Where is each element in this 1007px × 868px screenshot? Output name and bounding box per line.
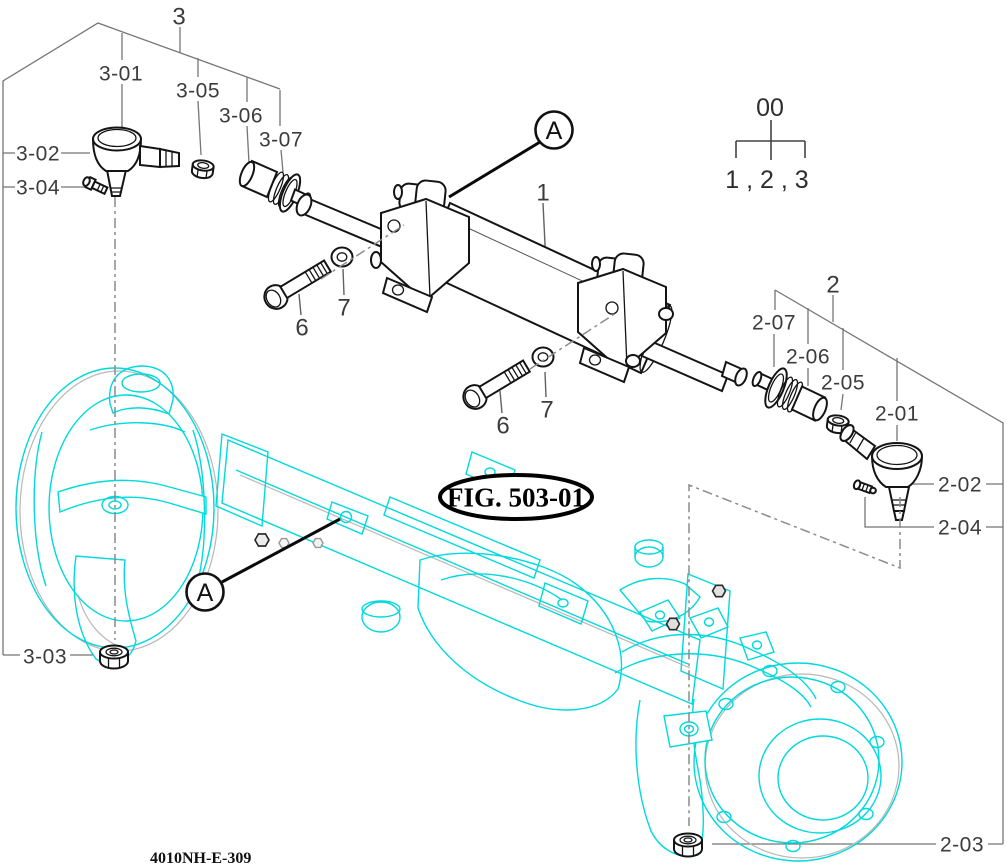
callout-3-06: 3-06 bbox=[219, 105, 263, 128]
callout-3-02: 3-02 bbox=[16, 143, 60, 166]
fig-reference-callout: FIG. 503-01 bbox=[438, 473, 594, 521]
callout-2-03: 2-03 bbox=[940, 834, 984, 857]
clamp-bolt-3-04 bbox=[82, 175, 109, 196]
callout-3: 3 bbox=[172, 4, 185, 31]
cylinder-rod-right bbox=[640, 338, 748, 393]
detail-a-markers: A A bbox=[185, 110, 574, 612]
axle-assembly-artwork bbox=[15, 365, 903, 862]
callout-2-07: 2-07 bbox=[752, 312, 796, 335]
lock-washer-upper bbox=[330, 246, 354, 268]
grease-fitting-2-04 bbox=[852, 479, 877, 495]
callout-6-upper: 6 bbox=[295, 315, 308, 342]
lock-washer-lower bbox=[531, 346, 555, 368]
callout-2-04: 2-04 bbox=[938, 517, 982, 540]
tie-rod-end-left bbox=[91, 126, 180, 197]
cylinder-clamp-right bbox=[577, 252, 674, 384]
ball-socket-right bbox=[751, 367, 828, 422]
assembly-tree: 00 1 , 2 , 3 bbox=[725, 94, 808, 194]
callout-labels: 3 3-01 3-05 3-06 3-07 3-02 3-04 3-03 1 6… bbox=[16, 4, 984, 857]
callout-6-lower: 6 bbox=[496, 413, 509, 440]
nut-2-03 bbox=[673, 832, 703, 858]
drawing-code: 4010NH-E-309 bbox=[150, 850, 251, 867]
axle-housing-artwork bbox=[215, 433, 731, 711]
callout-3-03: 3-03 bbox=[23, 646, 67, 669]
mount-bolt-upper bbox=[258, 254, 335, 315]
centerlines bbox=[114, 197, 901, 826]
rack-rod-left bbox=[295, 193, 390, 249]
nut-3-05 bbox=[190, 158, 216, 181]
assembly-members: 1 , 2 , 3 bbox=[725, 166, 808, 194]
assembly-code: 00 bbox=[756, 94, 784, 122]
callout-3-07: 3-07 bbox=[259, 129, 303, 152]
callout-2-05: 2-05 bbox=[821, 372, 865, 395]
detail-a-circle-bottom bbox=[185, 572, 225, 612]
right-hub-artwork bbox=[614, 577, 903, 862]
detail-a-letter-bottom: A bbox=[197, 579, 214, 607]
mount-bolt-lower bbox=[457, 354, 534, 415]
callout-3-05: 3-05 bbox=[176, 80, 220, 103]
steering-cylinder-parts bbox=[82, 126, 924, 858]
callout-2-01: 2-01 bbox=[875, 403, 919, 426]
callout-2: 2 bbox=[826, 272, 839, 299]
tie-rod-end-right bbox=[839, 424, 924, 521]
callout-3-01: 3-01 bbox=[99, 63, 143, 86]
group3-bracket bbox=[2, 22, 284, 656]
group2-bracket bbox=[712, 289, 1004, 845]
cylinder-clamp-left bbox=[370, 179, 470, 314]
callout-7-upper: 7 bbox=[337, 295, 350, 322]
callout-7-lower: 7 bbox=[540, 397, 553, 424]
callout-1: 1 bbox=[536, 180, 549, 207]
callout-2-06: 2-06 bbox=[786, 346, 830, 369]
nut-3-03 bbox=[99, 644, 129, 670]
detail-a-circle-top bbox=[534, 110, 574, 150]
callout-3-04: 3-04 bbox=[16, 177, 60, 200]
fig-reference-label: FIG. 503-01 bbox=[447, 483, 585, 513]
detail-a-letter-top: A bbox=[546, 117, 563, 145]
callout-2-02: 2-02 bbox=[938, 474, 982, 497]
